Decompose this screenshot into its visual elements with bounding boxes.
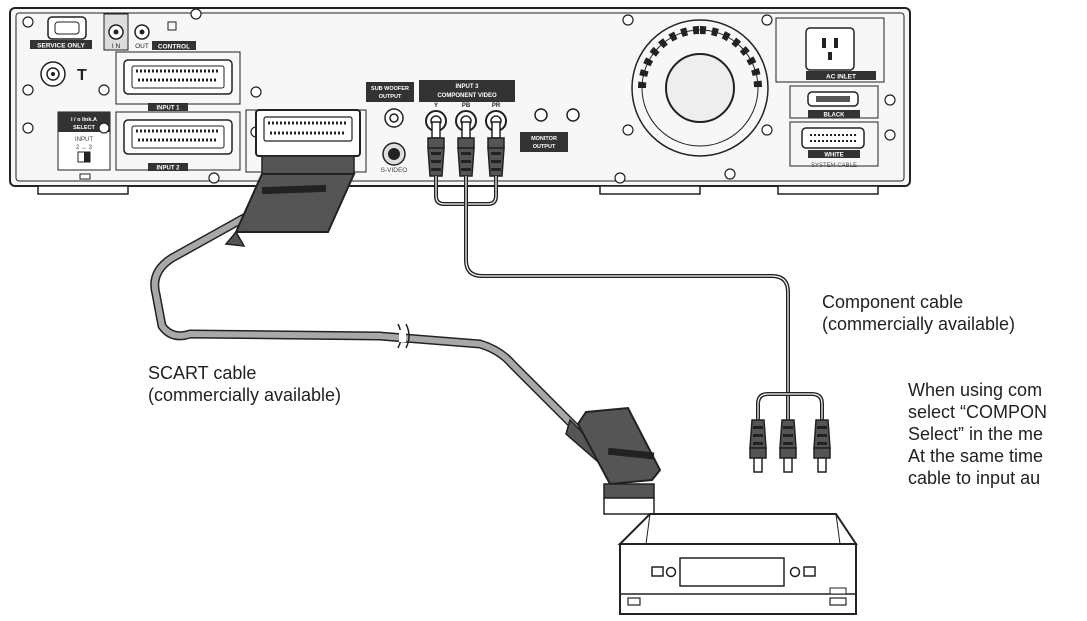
panel-foot-left xyxy=(37,185,129,195)
source-device xyxy=(617,513,858,615)
usage-note-line3: Select” in the me xyxy=(908,424,1044,444)
y-label: Y xyxy=(434,103,438,109)
scart-plug-bottom xyxy=(565,406,662,515)
ac-inlet-label: AC INLET xyxy=(826,74,856,81)
component-cable-caption: Component cable (commercially available) xyxy=(822,291,1015,335)
ilink-input-label: INPUT xyxy=(75,137,93,143)
usage-note-line2: select “COMPON xyxy=(908,402,1048,422)
usage-note: When using com select “COMPON Select” in… xyxy=(908,379,1047,489)
component-cable xyxy=(427,121,831,473)
service-only-label: SERVICE ONLY xyxy=(37,43,85,50)
usage-note-line4: At the same time xyxy=(908,446,1044,466)
control-out-label: OUT xyxy=(135,43,149,50)
ilink-select-label: SELECT xyxy=(73,125,95,131)
service-port xyxy=(47,16,87,40)
panel-foot-right xyxy=(777,185,879,195)
sub-woofer-label: SUB WOOFER xyxy=(371,86,409,92)
panel-foot-middle xyxy=(599,185,701,195)
control-in-label: I N xyxy=(112,43,121,50)
pb-label: PB xyxy=(462,103,471,109)
white-label: WHITE xyxy=(824,153,843,159)
monitor-label: MONITOR xyxy=(531,136,557,142)
control-label: CONTROL xyxy=(158,44,190,51)
input1-scart-socket xyxy=(123,59,233,95)
usage-note-line1: When using com xyxy=(908,380,1043,400)
scart-plug-top xyxy=(224,109,361,247)
input1-label: INPUT 1 xyxy=(156,106,180,112)
system-cable-white-port xyxy=(801,127,865,149)
monitor-output-label: OUTPUT xyxy=(533,144,556,150)
system-cable-label: SYSTEM CABLE xyxy=(811,163,857,169)
sub-woofer-output-label: OUTPUT xyxy=(379,94,402,100)
component-cable-caption-line2: (commercially available) xyxy=(822,314,1016,334)
input2-label: INPUT 2 xyxy=(156,166,180,172)
scart-cable-caption-line1: SCART cable xyxy=(148,363,257,383)
device-display-window xyxy=(679,557,785,587)
component-video-label: COMPONENT VIDEO xyxy=(437,93,497,99)
usage-note-line5: cable to input au xyxy=(908,468,1041,488)
cooling-fan xyxy=(631,19,769,157)
ac-inlet-socket xyxy=(805,27,855,71)
component-plugs-bottom xyxy=(749,419,831,473)
black-label: BLACK xyxy=(824,113,846,119)
ilink-label: i / o link.A xyxy=(71,117,97,123)
scart-cable xyxy=(150,109,662,515)
input3-label: INPUT 3 xyxy=(455,84,479,90)
sub-woofer-jack xyxy=(384,108,404,128)
service-only-label-bg xyxy=(30,40,92,49)
component-cable-caption-line1: Component cable xyxy=(822,292,964,312)
scart-cable-caption: SCART cable (commercially available) xyxy=(148,362,341,406)
scart-cable-caption-line2: (commercially available) xyxy=(148,385,342,405)
display-rear-panel: SERVICE ONLY I N OUT CONTROL T INPUT 1 i… xyxy=(9,7,911,195)
pr-label: PR xyxy=(492,103,501,109)
component-plugs-top xyxy=(427,121,505,177)
antenna-symbol: T xyxy=(77,67,87,84)
input2-scart-socket xyxy=(123,119,233,155)
s-video-label: S-VIDEO xyxy=(381,167,408,174)
ilink-input-numbers: 2 ↔ 3 xyxy=(76,145,93,151)
